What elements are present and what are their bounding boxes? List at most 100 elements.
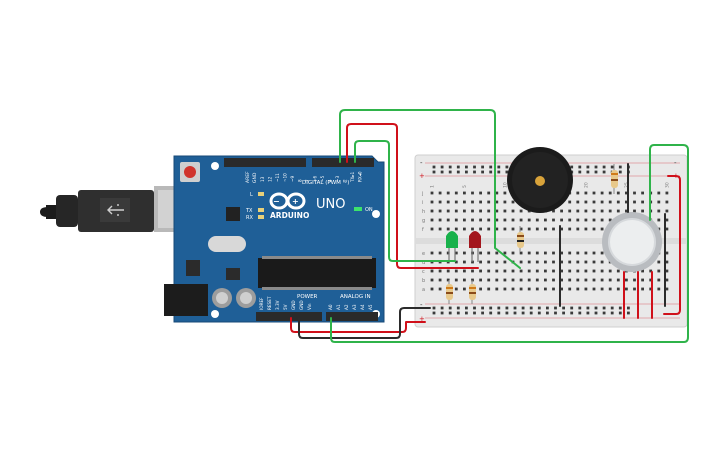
hole-rail-top-0-5[interactable]: [473, 165, 476, 169]
hole-rail-bottom-0-1[interactable]: [440, 306, 444, 310]
hole-top-1-3[interactable]: [454, 200, 458, 204]
hole-top-3-3[interactable]: [454, 218, 458, 222]
hole-rail-top-0-19[interactable]: [586, 165, 590, 169]
hole-rail-top-1-20[interactable]: [594, 170, 598, 174]
hole-bottom-3-17[interactable]: [568, 278, 572, 282]
hole-bottom-2-29[interactable]: [665, 269, 669, 273]
hole-bottom-2-6[interactable]: [479, 269, 482, 273]
hole-bottom-2-22[interactable]: [608, 269, 612, 273]
hole-top-0-3[interactable]: [454, 191, 458, 195]
gas-sensor[interactable]: [602, 212, 662, 272]
hole-top-2-29[interactable]: [665, 209, 669, 213]
hole-rail-top-0-0[interactable]: [432, 165, 436, 169]
arduino-uno-board[interactable]: [164, 155, 385, 323]
hole-top-2-3[interactable]: [454, 209, 458, 213]
hole-top-4-20[interactable]: [592, 227, 596, 231]
hole-bottom-1-16[interactable]: [560, 260, 563, 264]
hole-bottom-1-13[interactable]: [535, 260, 539, 264]
hole-top-2-4[interactable]: [463, 209, 466, 213]
hole-bottom-0-7[interactable]: [487, 251, 491, 255]
hole-bottom-2-27[interactable]: [649, 269, 653, 273]
digital-header-right[interactable]: [312, 158, 374, 167]
hole-rail-top-1-18[interactable]: [578, 170, 582, 174]
hole-rail-bottom-0-18[interactable]: [578, 306, 582, 310]
hole-bottom-4-3[interactable]: [454, 287, 458, 291]
hole-rail-bottom-1-0[interactable]: [432, 311, 436, 315]
hole-rail-bottom-1-22[interactable]: [610, 311, 614, 315]
hole-bottom-4-29[interactable]: [665, 287, 669, 291]
hole-top-1-6[interactable]: [479, 200, 482, 204]
hole-bottom-4-0[interactable]: [430, 287, 434, 291]
hole-top-1-24[interactable]: [625, 200, 628, 204]
hole-top-0-7[interactable]: [487, 191, 491, 195]
hole-top-0-20[interactable]: [592, 191, 596, 195]
hole-top-1-25[interactable]: [633, 200, 636, 204]
hole-rail-bottom-0-22[interactable]: [610, 306, 614, 310]
hole-top-1-7[interactable]: [487, 200, 491, 204]
hole-top-0-2[interactable]: [446, 191, 450, 195]
hole-rail-top-1-2[interactable]: [448, 170, 452, 174]
hole-top-3-12[interactable]: [527, 218, 531, 222]
hole-top-1-23[interactable]: [616, 200, 620, 204]
hole-top-0-18[interactable]: [576, 191, 580, 195]
hole-rail-top-0-1[interactable]: [440, 165, 444, 169]
hole-bottom-1-18[interactable]: [576, 260, 580, 264]
hole-rail-top-1-0[interactable]: [432, 170, 436, 174]
hole-top-2-1[interactable]: [438, 209, 442, 213]
hole-top-0-5[interactable]: [471, 191, 474, 195]
hole-rail-bottom-0-9[interactable]: [505, 306, 509, 310]
hole-bottom-1-6[interactable]: [479, 260, 482, 264]
hole-top-3-2[interactable]: [446, 218, 450, 222]
hole-bottom-2-26[interactable]: [641, 269, 644, 273]
hole-rail-bottom-0-13[interactable]: [537, 306, 541, 310]
hole-bottom-2-20[interactable]: [592, 269, 596, 273]
hole-top-0-4[interactable]: [463, 191, 466, 195]
hole-top-1-28[interactable]: [657, 200, 661, 204]
hole-bottom-3-20[interactable]: [592, 278, 596, 282]
hole-top-2-20[interactable]: [592, 209, 596, 213]
hole-top-3-7[interactable]: [487, 218, 491, 222]
hole-top-1-0[interactable]: [430, 200, 434, 204]
hole-rail-bottom-1-13[interactable]: [537, 311, 541, 315]
hole-top-2-21[interactable]: [600, 209, 604, 213]
hole-rail-bottom-1-12[interactable]: [529, 311, 533, 315]
hole-top-4-15[interactable]: [552, 227, 555, 231]
hole-top-3-19[interactable]: [584, 218, 588, 222]
hole-top-1-20[interactable]: [592, 200, 596, 204]
hole-bottom-1-15[interactable]: [552, 260, 555, 264]
hole-rail-bottom-1-20[interactable]: [594, 311, 598, 315]
hole-rail-bottom-0-11[interactable]: [521, 306, 525, 310]
hole-bottom-0-13[interactable]: [535, 251, 539, 255]
hole-bottom-0-11[interactable]: [519, 251, 523, 255]
hole-bottom-2-11[interactable]: [519, 269, 523, 273]
hole-top-3-29[interactable]: [665, 218, 669, 222]
hole-bottom-4-21[interactable]: [600, 287, 604, 291]
hole-bottom-1-7[interactable]: [487, 260, 491, 264]
hole-rail-bottom-1-16[interactable]: [562, 311, 565, 315]
led-green[interactable]: [446, 231, 458, 262]
hole-top-2-28[interactable]: [657, 209, 661, 213]
hole-rail-bottom-1-5[interactable]: [473, 311, 476, 315]
hole-bottom-0-29[interactable]: [665, 251, 669, 255]
hole-bottom-0-17[interactable]: [568, 251, 572, 255]
hole-bottom-4-12[interactable]: [527, 287, 531, 291]
hole-top-4-14[interactable]: [544, 227, 547, 231]
hole-rail-top-1-1[interactable]: [440, 170, 444, 174]
hole-top-4-6[interactable]: [479, 227, 482, 231]
resistor-buzzer[interactable]: [517, 226, 524, 252]
hole-rail-bottom-0-5[interactable]: [473, 306, 476, 310]
hole-bottom-2-8[interactable]: [495, 269, 499, 273]
hole-bottom-1-21[interactable]: [600, 260, 604, 264]
hole-top-1-22[interactable]: [608, 200, 612, 204]
hole-bottom-4-13[interactable]: [535, 287, 539, 291]
hole-bottom-0-3[interactable]: [454, 251, 458, 255]
hole-bottom-1-12[interactable]: [527, 260, 531, 264]
hole-rail-bottom-0-4[interactable]: [465, 306, 468, 310]
hole-rail-top-1-19[interactable]: [586, 170, 590, 174]
hole-rail-top-0-3[interactable]: [456, 165, 460, 169]
hole-rail-bottom-1-6[interactable]: [481, 311, 484, 315]
hole-rail-bottom-0-21[interactable]: [602, 306, 606, 310]
hole-top-4-1[interactable]: [438, 227, 442, 231]
hole-bottom-3-15[interactable]: [552, 278, 555, 282]
hole-top-2-15[interactable]: [552, 209, 555, 213]
